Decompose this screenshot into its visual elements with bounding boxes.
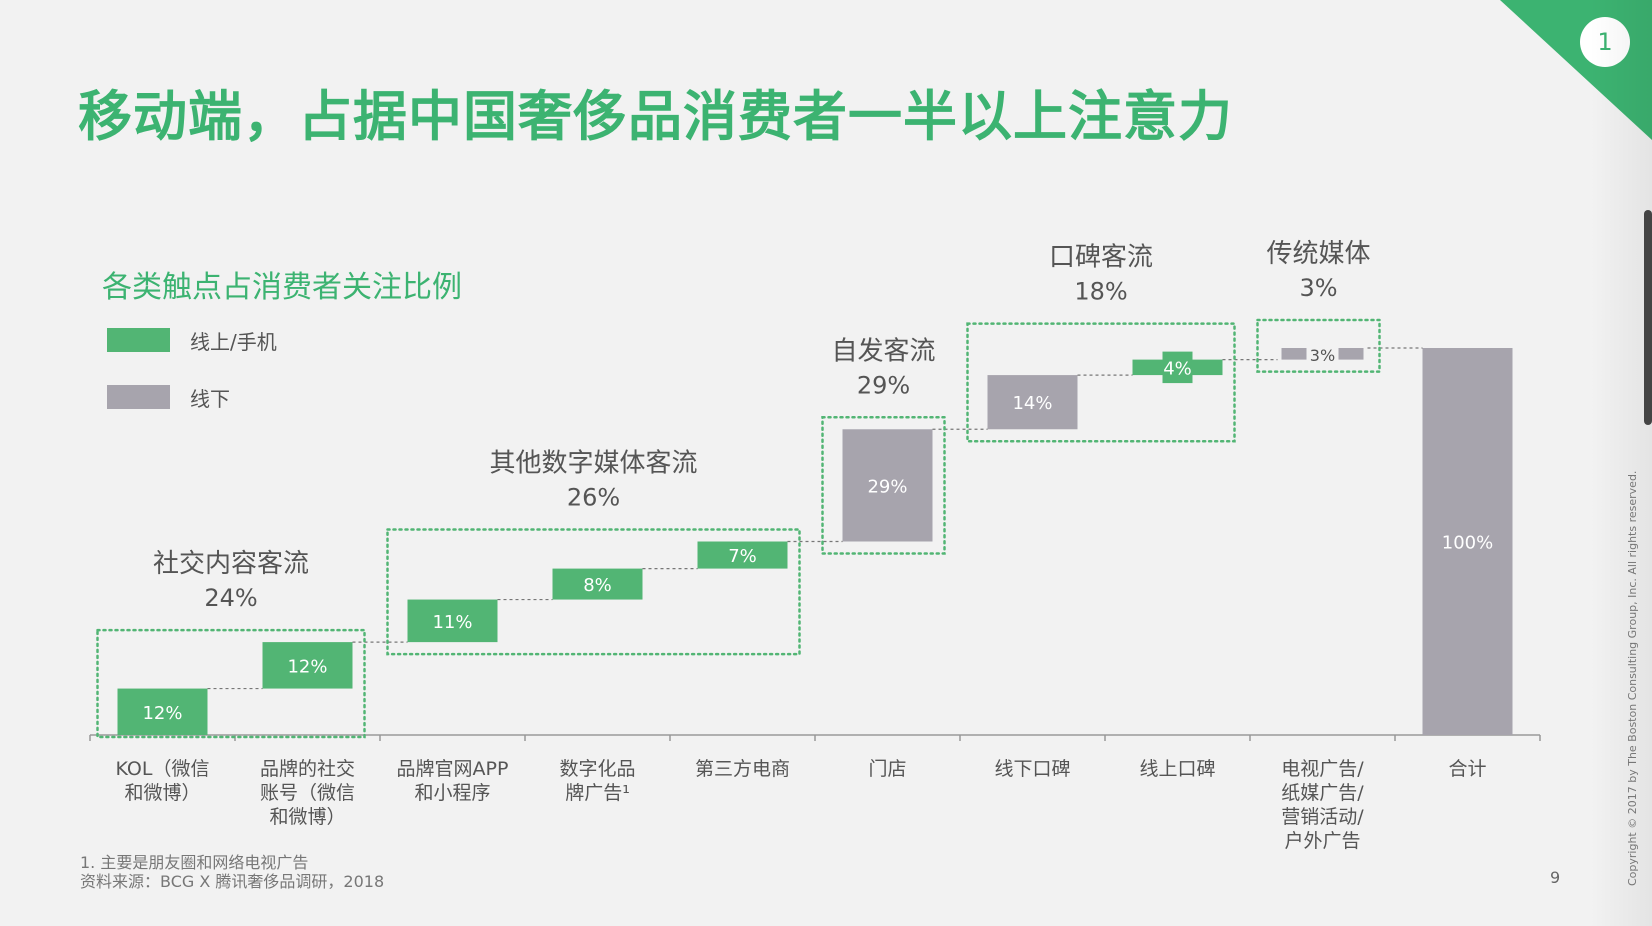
bar	[407, 599, 498, 643]
x-category-label: 数字化品牌广告¹	[559, 758, 635, 804]
group-dotted-box	[96, 628, 366, 739]
x-category-label: 品牌的社交账号（微信和微博）	[260, 758, 355, 828]
x-category-label: 线下口碑	[994, 758, 1070, 780]
bar	[842, 429, 933, 542]
bar	[1422, 348, 1513, 735]
bar-value-label: 4%	[1163, 358, 1192, 379]
group-title: 自发客流	[831, 336, 935, 366]
legend-swatch-online	[107, 328, 170, 352]
group-total: 26%	[567, 484, 620, 512]
bar-value-label: 100%	[1442, 533, 1493, 554]
bar-value-label: 14%	[1012, 393, 1052, 414]
legend-item-online: 线上/手机	[107, 328, 277, 354]
legend-label-offline: 线下	[190, 386, 230, 411]
chart-subtitle: 各类触点占消费者关注比例	[102, 270, 462, 305]
group-total: 24%	[204, 584, 257, 612]
x-category-label: KOL（微信和微博）	[116, 758, 210, 804]
page-number: 9	[1550, 868, 1561, 887]
x-category-label: 线上口碑	[1139, 758, 1215, 780]
group-title: 传统媒体	[1266, 239, 1370, 269]
x-category-label: 第三方电商	[695, 758, 790, 780]
x-category-label: 电视广告/纸媒广告/营销活动/户外广告	[1281, 758, 1364, 852]
page-edge-shadow	[1590, 0, 1652, 926]
bar-label-gap	[1306, 345, 1339, 363]
group-total: 3%	[1299, 274, 1337, 302]
bar-value-label: 12%	[142, 703, 182, 724]
bar	[262, 642, 353, 689]
group-dotted-box	[386, 528, 801, 656]
bar	[117, 688, 208, 735]
group-total: 18%	[1074, 278, 1127, 306]
group-title: 社交内容客流	[153, 549, 309, 579]
footnote: 1. 主要是朋友圈和网络电视广告	[80, 853, 309, 872]
legend-swatch-offline	[107, 385, 170, 409]
group-title: 口碑客流	[1049, 243, 1153, 273]
bar	[697, 541, 788, 569]
section-number-badge: 1	[1580, 17, 1630, 67]
legend-item-offline: 线下	[107, 385, 230, 411]
bar-value-label: 29%	[867, 476, 907, 497]
bar	[552, 568, 643, 600]
copyright-text: Copyright © 2017 by The Boston Consultin…	[1626, 470, 1639, 886]
x-category-label: 合计	[1448, 758, 1486, 780]
page-title: 移动端，占据中国奢侈品消费者一半以上注意力	[78, 85, 1233, 148]
scrollbar-thumb[interactable]	[1644, 210, 1652, 425]
legend-label-online: 线上/手机	[190, 329, 277, 354]
bar-value-label: 12%	[287, 656, 327, 677]
group-dotted-box	[1256, 318, 1381, 373]
group-total: 29%	[857, 371, 910, 399]
bar-value-label: 11%	[432, 612, 472, 633]
bar-label-tab	[1162, 351, 1193, 384]
x-category-label: 门店	[868, 758, 906, 780]
group-title: 其他数字媒体客流	[489, 449, 697, 479]
group-dotted-box	[966, 322, 1236, 443]
source-note: 资料来源：BCG X 腾讯奢侈品调研，2018	[80, 872, 385, 891]
bar-value-label: 7%	[728, 546, 757, 567]
bar-value-label: 3%	[1310, 346, 1335, 365]
group-dotted-box	[821, 416, 946, 555]
bar-value-label: 8%	[583, 575, 612, 596]
bar	[987, 375, 1078, 430]
